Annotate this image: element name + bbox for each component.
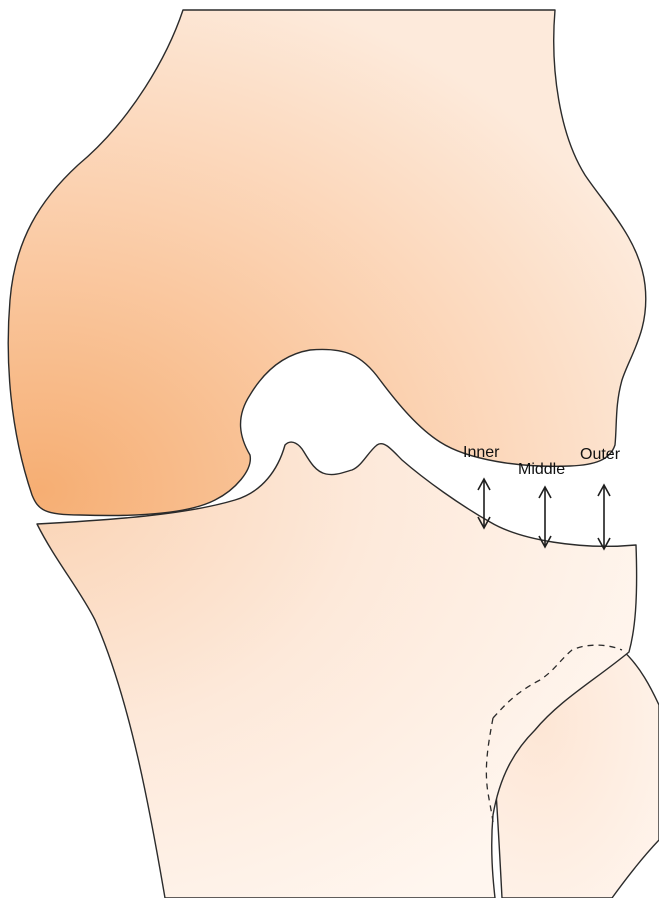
middle-measurement-arrow xyxy=(539,487,551,547)
inner-label: Inner xyxy=(463,444,500,461)
femur-bone xyxy=(8,10,646,515)
middle-label: Middle xyxy=(518,461,565,478)
outer-label: Outer xyxy=(580,446,621,463)
inner-measurement-arrow xyxy=(478,479,490,528)
outer-measurement-arrow xyxy=(598,485,610,549)
